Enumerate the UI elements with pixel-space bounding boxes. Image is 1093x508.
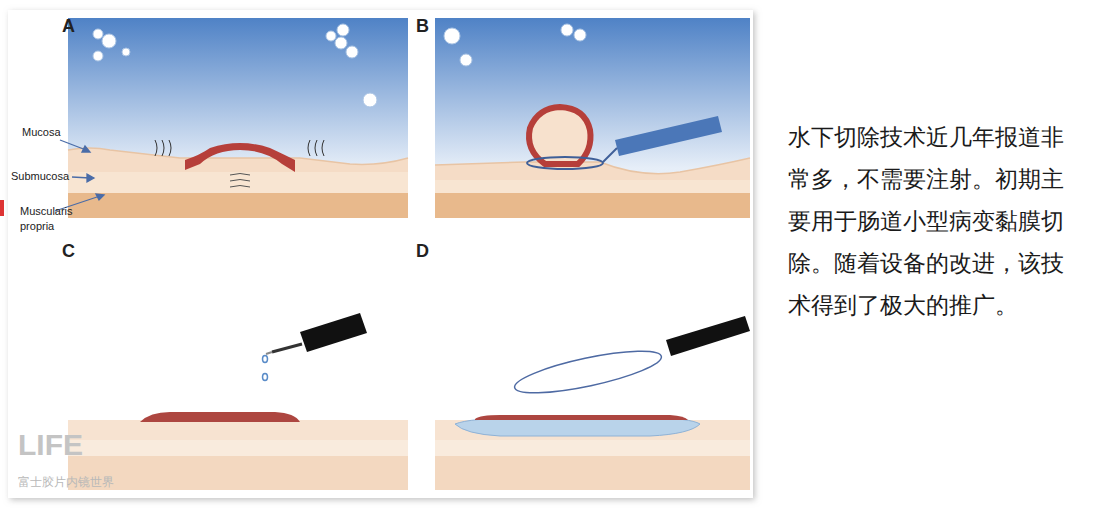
slide-frame [8, 10, 753, 498]
panel-c [68, 240, 408, 490]
layer-label: Mucosa [22, 126, 82, 138]
layer-label: Muscularis propria [20, 204, 78, 234]
panel-letter: A [62, 16, 82, 37]
panel-b [435, 18, 750, 218]
watermark: LIFE [18, 428, 138, 462]
slide-text: 水下切除技术近几年报道非常多，不需要注射。初期主要用于肠道小型病变黏膜切除。随着… [788, 116, 1064, 326]
panel-letter: C [62, 241, 82, 262]
edge-mark [0, 200, 4, 216]
watermark: 富士胶片内镜世界 [18, 474, 168, 491]
panel-d [435, 240, 750, 490]
panel-letter: D [416, 241, 436, 262]
panel-letter: B [416, 16, 436, 37]
panel-a [68, 18, 408, 218]
layer-label: Submucosa [11, 170, 81, 182]
